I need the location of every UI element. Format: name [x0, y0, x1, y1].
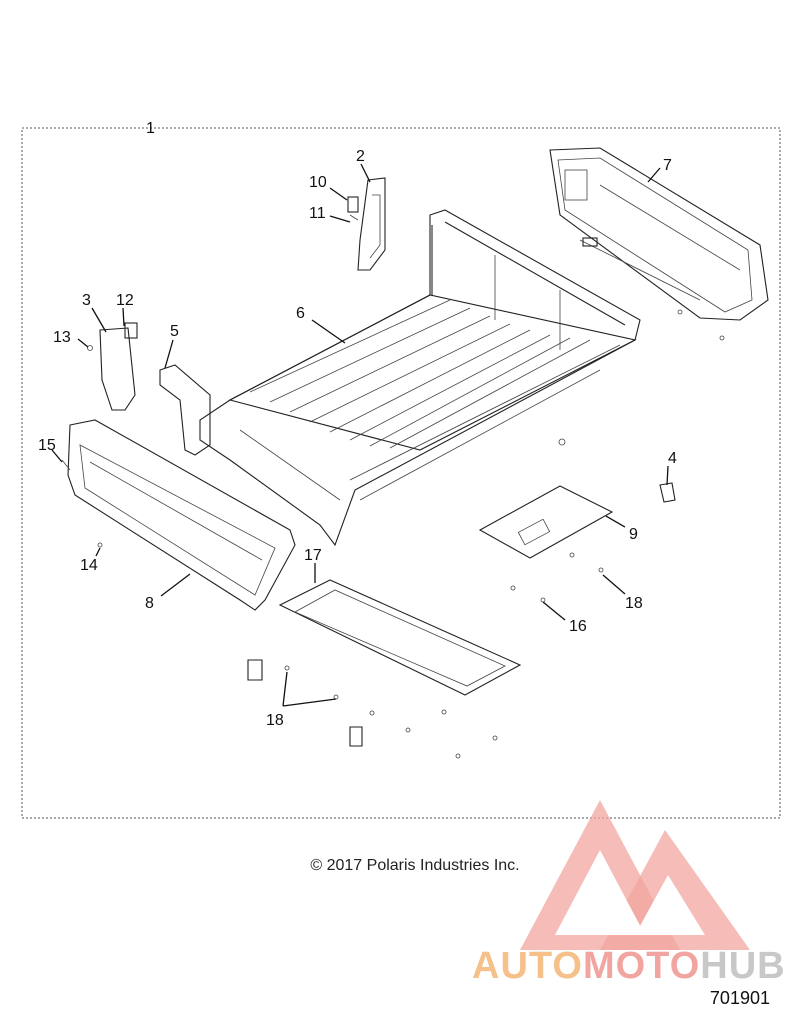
callout-13: 13	[53, 329, 71, 346]
copyright-text: © 2017 Polaris Industries Inc.	[310, 857, 520, 874]
watermark-text: AUTOMOTOHUB	[472, 945, 786, 988]
callout-8: 8	[145, 595, 154, 612]
callout-18-lower: 18	[266, 712, 284, 729]
part-5-side-bracket	[159, 364, 211, 456]
part-6-bed-tub	[199, 209, 641, 547]
fasteners	[247, 309, 725, 759]
part-2-bracket	[357, 177, 386, 271]
watermark-auto: AUTO	[472, 945, 583, 987]
part-9-plate	[478, 485, 614, 559]
part-7-front-wall	[549, 147, 769, 321]
part-3-corner-post	[99, 327, 136, 411]
callout-9: 9	[629, 526, 638, 543]
callout-16: 16	[569, 618, 587, 635]
watermark-logo-icon	[520, 800, 750, 950]
watermark-moto: MOTO	[582, 945, 701, 987]
callout-12: 12	[116, 292, 134, 309]
callout-17: 17	[304, 547, 322, 564]
callout-6: 6	[296, 305, 305, 322]
callout-14: 14	[80, 557, 98, 574]
part-10-pad	[347, 196, 359, 213]
callout-10: 10	[309, 174, 327, 191]
part-12-pad	[124, 322, 138, 339]
part-8-tailgate	[67, 419, 296, 611]
part-4-clip	[659, 482, 676, 503]
part-14-fastener	[97, 542, 103, 548]
diagram-number: 701901	[709, 988, 770, 1008]
callout-4: 4	[668, 450, 677, 467]
callout-5: 5	[170, 323, 179, 340]
watermark-hub: HUB	[700, 945, 786, 987]
callout-2: 2	[356, 148, 365, 165]
part-15-latch	[61, 459, 71, 471]
leader-lines	[51, 163, 669, 707]
callout-18-right: 18	[625, 595, 643, 612]
assembly-boundary	[21, 127, 781, 819]
callout-11: 11	[309, 205, 326, 222]
callout-1: 1	[146, 120, 155, 137]
part-17-under-plate	[278, 579, 522, 696]
callout-15: 15	[38, 437, 56, 454]
callout-3: 3	[82, 292, 91, 309]
part-11-fastener	[349, 214, 359, 221]
callout-7: 7	[663, 157, 672, 174]
part-13-fastener	[87, 345, 93, 351]
